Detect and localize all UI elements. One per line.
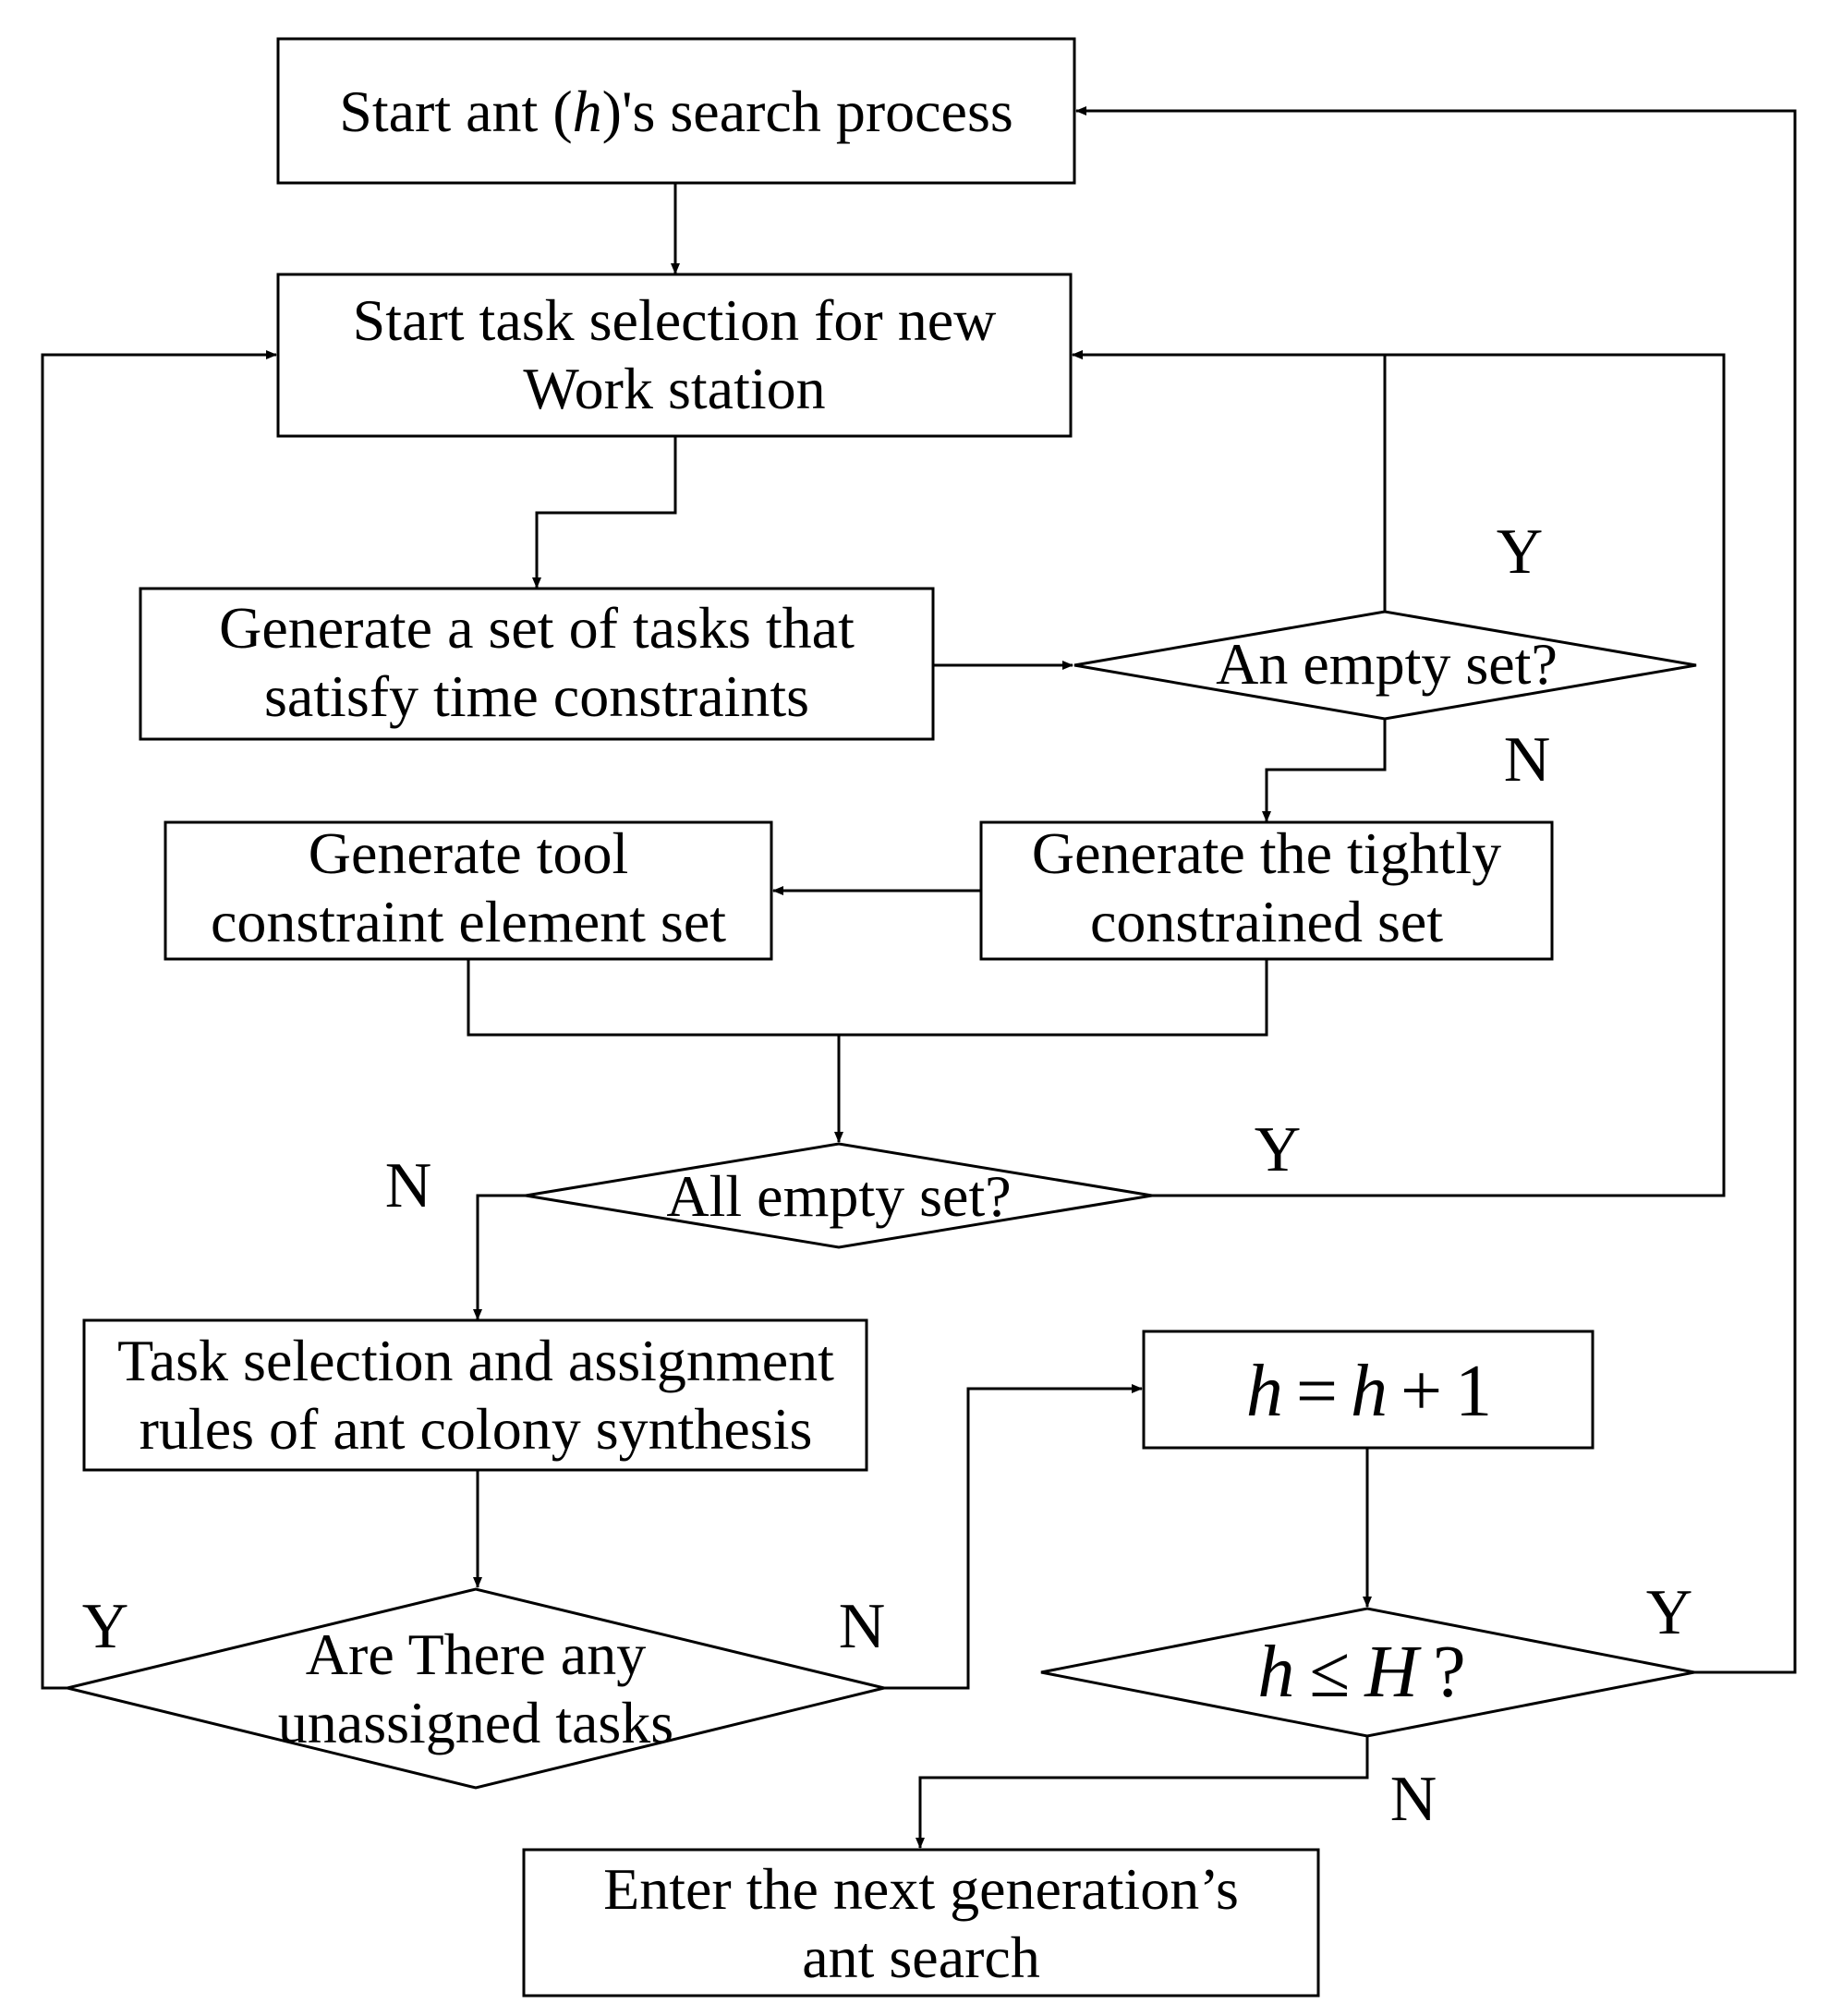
- arrow-unassigned-no: [884, 1384, 1143, 1690]
- start-ant-box: [276, 37, 1076, 185]
- start-task-label-line1: Start task selection for new: [353, 287, 997, 353]
- all-empty-label: All empty set?: [666, 1163, 1011, 1229]
- unassigned-line2: unassigned tasks: [278, 1690, 673, 1755]
- arrow-empty-yes-loop: [1072, 350, 1387, 612]
- arrow-empty-no: [1262, 719, 1387, 822]
- compare-formula: h≤H?: [1257, 1632, 1465, 1713]
- compare-no-label: N: [1390, 1764, 1437, 1835]
- unassigned-no-label: N: [839, 1591, 886, 1662]
- increment-formula: h=h+1: [1246, 1351, 1492, 1432]
- empty-set-no-label: N: [1504, 724, 1551, 795]
- compare-yes-label: Y: [1646, 1577, 1693, 1648]
- rules-line1: Task selection and assignment: [117, 1328, 834, 1393]
- generate-task-set-line1: Generate a set of tasks that: [219, 595, 855, 661]
- start-task-label-line2: Work station: [523, 356, 825, 421]
- tight-set-line2: constrained set: [1090, 889, 1443, 954]
- connector-tool-join: [467, 959, 1268, 1037]
- increment-box: [1142, 1330, 1595, 1450]
- generate-task-set-box: [139, 587, 935, 741]
- all-empty-yes-label: Y: [1255, 1114, 1302, 1185]
- empty-set-label: An empty set?: [1216, 631, 1558, 697]
- rules-box: [82, 1318, 868, 1472]
- unassigned-line1: Are There any: [306, 1621, 646, 1687]
- arrow-all-empty-no: [473, 1194, 526, 1320]
- rules-line2: rules of ant colony synthesis: [139, 1396, 813, 1462]
- tight-set-line1: Generate the tightly: [1032, 820, 1501, 886]
- unassigned-yes-label: Y: [82, 1591, 129, 1662]
- arrow-all-empty-yes-loop: [1072, 350, 1726, 1197]
- empty-set-yes-label: Y: [1497, 516, 1544, 588]
- next-generation-line1: Enter the next generation’s: [603, 1856, 1239, 1922]
- arrow-task-to-generate: [532, 436, 677, 589]
- tool-set-line2: constraint element set: [211, 889, 726, 954]
- next-generation-box: [522, 1848, 1320, 1998]
- next-generation-line2: ant search: [802, 1925, 1040, 1990]
- arrow-compare-no: [916, 1736, 1369, 1849]
- empty-set-decision: [1073, 610, 1697, 721]
- arrow-unassigned-yes-loop: [41, 350, 277, 1690]
- start-task-box: [276, 273, 1073, 438]
- generate-task-set-line2: satisfy time constraints: [264, 663, 809, 729]
- unassigned-decision: [67, 1587, 885, 1790]
- all-empty-no-label: N: [385, 1150, 432, 1221]
- arrow-compare-yes-loop: [1075, 106, 1797, 1674]
- tool-set-line1: Generate tool: [309, 820, 629, 886]
- tool-set-box: [164, 820, 773, 961]
- start-ant-label: Start ant (h)'s search process: [339, 79, 1013, 144]
